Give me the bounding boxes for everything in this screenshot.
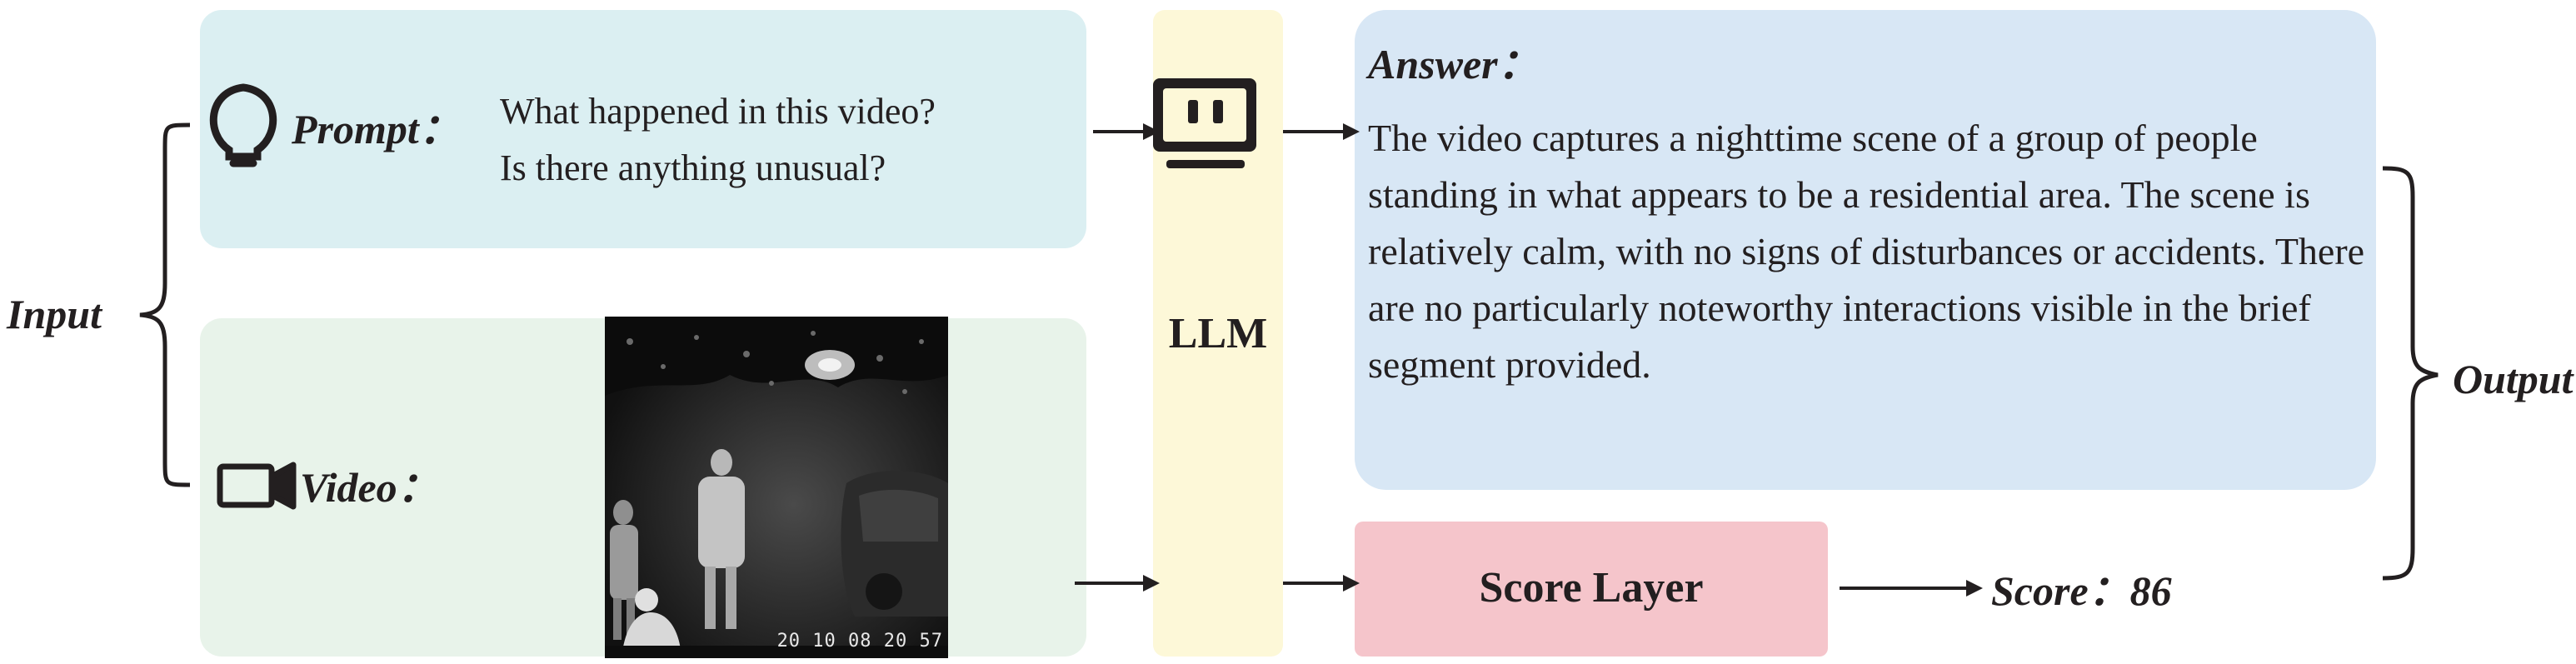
score-output: Score：86 <box>1991 567 2172 614</box>
prompt-panel <box>200 10 1086 248</box>
input-label: Input <box>7 291 102 337</box>
input-brace <box>139 122 191 487</box>
video-frame-image: 20 10 08 20 57 <box>605 317 948 658</box>
prompt-text-line-1: What happened in this video? <box>500 91 936 132</box>
prompt-label: Prompt： <box>292 106 461 152</box>
answer-label: Answer： <box>1368 41 1540 87</box>
score-layer-box <box>1355 522 1828 657</box>
llm-label: LLM <box>1168 310 1268 357</box>
answer-text: The video captures a nighttime scene of … <box>1368 117 2365 386</box>
prompt-text-line-2: Is there anything unusual? <box>500 147 886 188</box>
video-label: Video： <box>300 464 439 511</box>
output-brace <box>2382 166 2439 581</box>
answer-panel <box>1355 10 2376 490</box>
output-label: Output <box>2453 356 2574 402</box>
video-timestamp: 20 10 08 20 57 <box>776 631 943 652</box>
score-layer-label: Score Layer <box>1479 564 1704 612</box>
